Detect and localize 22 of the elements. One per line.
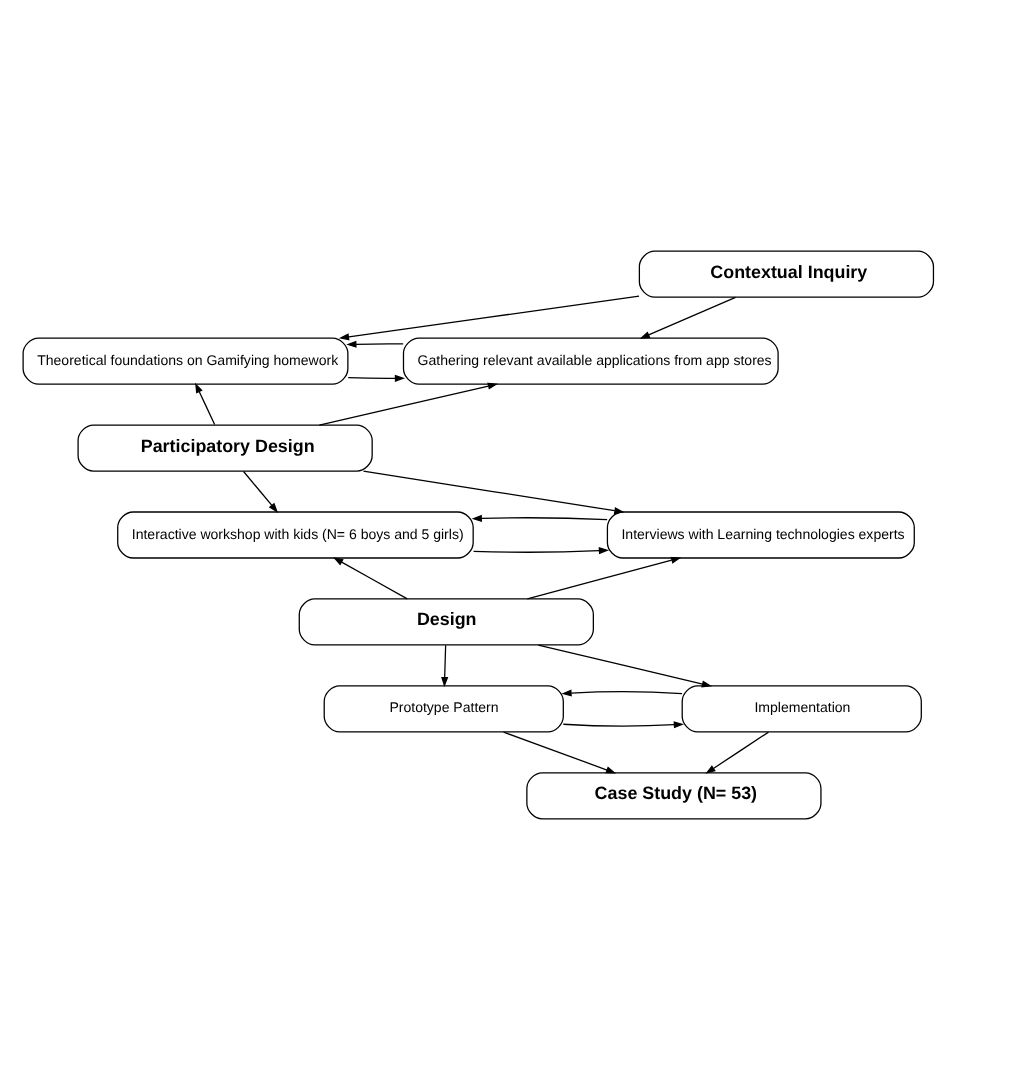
arrow	[241, 470, 278, 513]
arrow	[560, 689, 682, 697]
arrow	[440, 644, 448, 688]
arrow	[332, 557, 407, 600]
node-box: Participatory Design	[76, 424, 372, 472]
arrow	[337, 295, 639, 341]
node-box: Case Study (N= 53)	[525, 772, 821, 820]
node-box: Design	[297, 598, 593, 646]
arrow	[704, 731, 769, 774]
arrow	[471, 547, 609, 555]
arrow	[345, 340, 403, 348]
arrow	[525, 556, 681, 600]
arrow	[638, 296, 736, 339]
arrow	[470, 514, 607, 522]
arrow	[536, 644, 712, 688]
arrow	[317, 382, 498, 426]
arrow	[561, 721, 683, 729]
arrow	[194, 382, 215, 426]
node-box: Contextual Inquiry	[637, 250, 934, 298]
arrow	[361, 470, 624, 515]
arrow	[346, 374, 405, 382]
arrow	[502, 731, 616, 774]
